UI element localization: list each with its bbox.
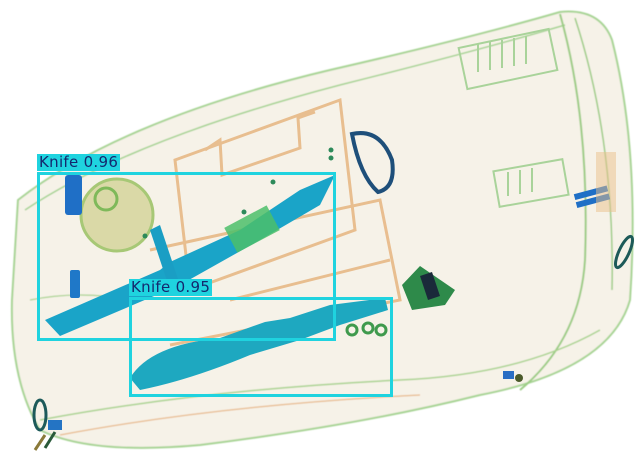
detection-label-knife-2: Knife 0.95 — [129, 278, 213, 296]
roller-objects — [345, 321, 388, 337]
bag-grill-top — [457, 27, 570, 208]
battery-object — [65, 175, 82, 215]
bottom-mid-item — [503, 371, 523, 382]
d-ring — [349, 131, 395, 195]
detection-box-knife-1 — [37, 172, 336, 341]
detection-label-knife-1: Knife 0.96 — [37, 153, 121, 171]
knife-1-shape — [45, 175, 335, 336]
bottom-left-items — [32, 398, 62, 451]
right-metal-items — [573, 152, 634, 270]
small-metal-object — [70, 270, 80, 298]
detection-box-knife-2 — [129, 297, 393, 397]
knife-2-shape — [130, 298, 388, 390]
round-object — [79, 177, 155, 253]
